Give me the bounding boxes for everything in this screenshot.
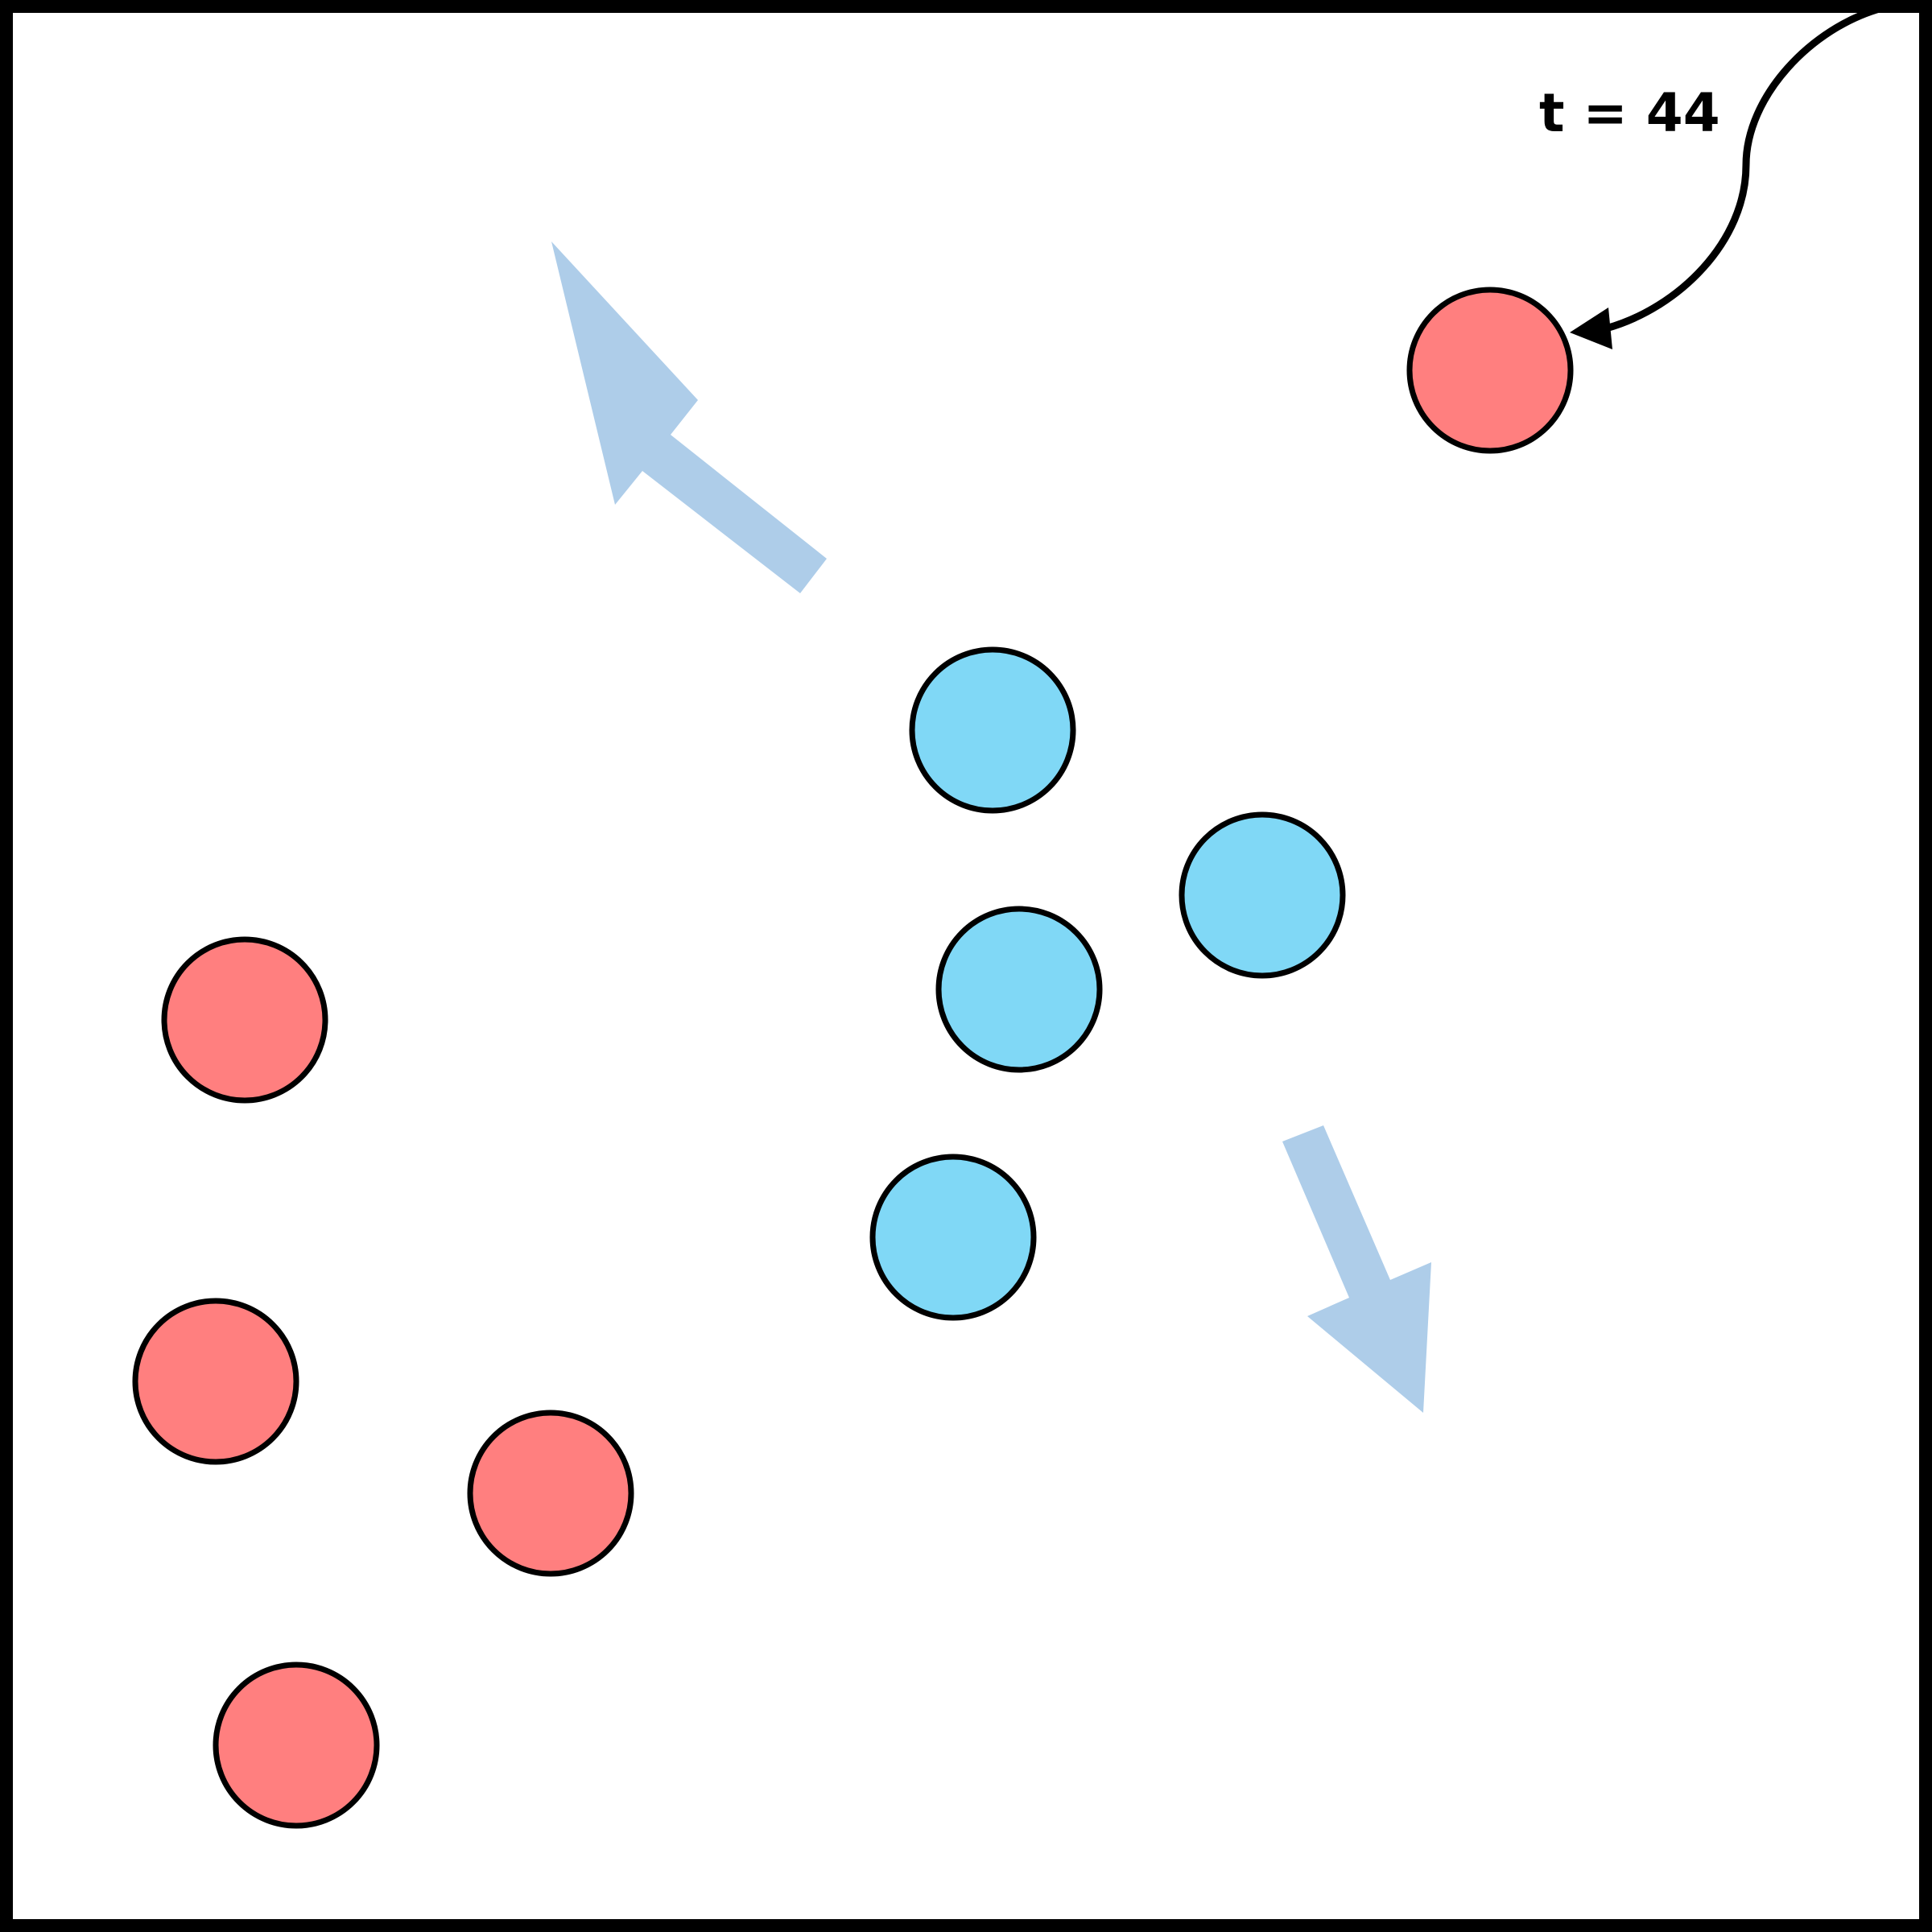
motion-arrow-down-right-icon bbox=[1282, 1125, 1431, 1413]
time-label: t = 44 bbox=[1539, 82, 1720, 144]
curved-arrow-icon bbox=[1604, 4, 1884, 332]
particle-red bbox=[467, 1410, 634, 1577]
particle-red bbox=[213, 1662, 380, 1829]
particle-blue bbox=[1179, 811, 1346, 979]
particle-blue bbox=[869, 1154, 1037, 1321]
motion-arrow-up-left-icon bbox=[551, 242, 827, 593]
particle-red bbox=[132, 1298, 299, 1465]
particle-red bbox=[1406, 287, 1574, 454]
particle-blue bbox=[935, 906, 1103, 1073]
particle-red bbox=[161, 936, 328, 1104]
particle-group bbox=[132, 287, 1574, 1829]
particle-blue bbox=[909, 646, 1076, 814]
curved-arrow-head-icon bbox=[1570, 308, 1612, 349]
